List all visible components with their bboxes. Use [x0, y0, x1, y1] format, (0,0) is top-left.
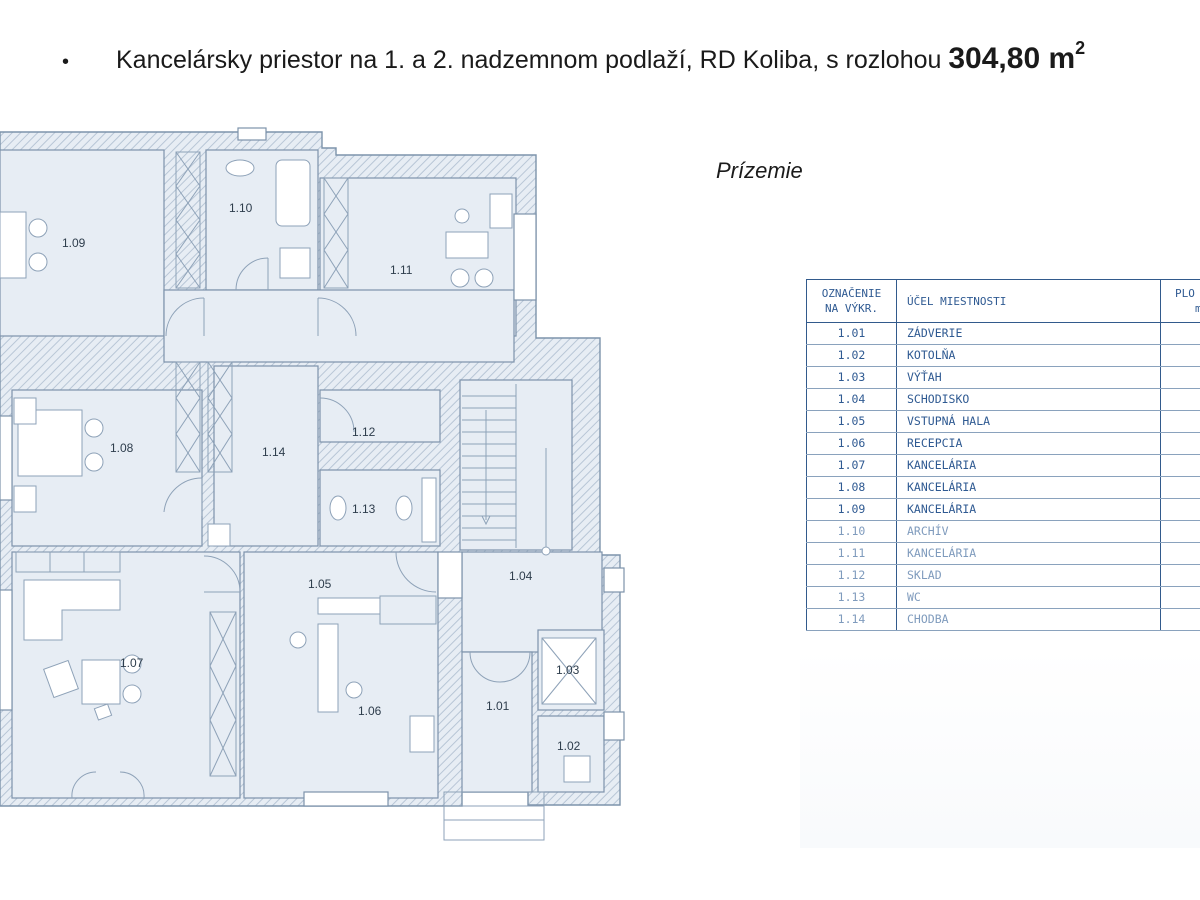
staircase	[462, 384, 551, 556]
row-purpose: KANCELÁRIA	[896, 454, 1161, 477]
row-area: 7,	[1160, 520, 1200, 543]
heading-text: Kancelársky priestor na 1. a 2. nadzemno…	[116, 46, 949, 74]
area-value: 304,80 m	[948, 42, 1076, 75]
corridor-top	[163, 289, 515, 363]
row-purpose: CHODBA	[896, 608, 1161, 631]
row-code: 1.01	[806, 322, 897, 345]
room-label: 1.01	[486, 699, 510, 713]
table-row: 1.01ZÁDVERIE7,	[806, 322, 1200, 345]
room-label: 1.04	[509, 569, 533, 583]
row-code: 1.04	[806, 388, 897, 411]
room-1-09	[0, 149, 165, 337]
room-label: 1.08	[110, 441, 134, 455]
windows	[0, 127, 625, 807]
area-unit-superscript: 2	[1075, 38, 1086, 58]
page-heading: • Kancelársky priestor na 1. a 2. nadzemn…	[62, 34, 1192, 84]
row-purpose: KANCELÁRIA	[896, 476, 1161, 499]
table-row: 1.11KANCELÁRIA13,	[806, 542, 1200, 565]
row-purpose: ZÁDVERIE	[896, 322, 1161, 345]
row-code: 1.02	[806, 344, 897, 367]
bullet-icon: •	[62, 51, 70, 73]
table-row: 1.13WC4,	[806, 586, 1200, 609]
room-label: 1.02	[557, 739, 581, 753]
room-1-12	[319, 389, 441, 443]
row-code: 1.11	[806, 542, 897, 565]
table-row: 1.06RECEPCIA15,	[806, 432, 1200, 455]
shelving	[15, 151, 437, 777]
table-row: 1.07KANCELÁRIA25	[806, 454, 1200, 477]
row-purpose: WC	[896, 586, 1161, 609]
row-area: 2,	[1160, 366, 1200, 389]
room-label: 1.11	[390, 263, 413, 277]
row-code: 1.08	[806, 476, 897, 499]
row-purpose: KANCELÁRIA	[896, 498, 1161, 521]
row-area: 8,	[1160, 564, 1200, 587]
table-row: 1.14CHODBA12,	[806, 608, 1200, 631]
row-purpose: KOTOLŇA	[896, 344, 1161, 367]
faded-area	[800, 648, 1200, 848]
row-code: 1.14	[806, 608, 897, 631]
room-label: 1.06	[358, 704, 382, 718]
table-row: 1.09KANCELÁRIA23	[806, 498, 1200, 521]
table-row: 1.08KANCELÁRIA17,	[806, 476, 1200, 499]
room-label: 1.03	[556, 663, 580, 677]
header-purpose: ÚČEL MIESTNOSTI	[896, 279, 1161, 323]
row-code: 1.13	[806, 586, 897, 609]
floor-label: Prízemie	[716, 158, 803, 183]
row-code: 1.06	[806, 432, 897, 455]
heading-area: 304,80 m2	[948, 39, 1085, 75]
floor-plan: 1.09 1.10 1.11 1.08 1.14 1.12 1.13 1.07 …	[0, 127, 625, 841]
row-purpose: KANCELÁRIA	[896, 542, 1161, 565]
row-code: 1.07	[806, 454, 897, 477]
entrance-steps	[443, 791, 545, 841]
room-label: 1.10	[229, 201, 253, 215]
row-area: 23	[1160, 498, 1200, 521]
row-area: 2,	[1160, 344, 1200, 367]
row-code: 1.12	[806, 564, 897, 587]
doors	[71, 257, 531, 799]
table-row: 1.12SKLAD8,	[806, 564, 1200, 587]
row-area: 15,	[1160, 432, 1200, 455]
row-code: 1.09	[806, 498, 897, 521]
row-purpose: ARCHÍV	[896, 520, 1161, 543]
row-code: 1.03	[806, 366, 897, 389]
table-row: 1.04SCHODISKO11,	[806, 388, 1200, 411]
row-area: 17,	[1160, 476, 1200, 499]
room-labels: 1.09 1.10 1.11 1.08 1.14 1.12 1.13 1.07 …	[62, 201, 581, 753]
room-label: 1.14	[262, 445, 286, 459]
row-area: 12,	[1160, 608, 1200, 631]
room-label: 1.09	[62, 236, 86, 250]
table-row: 1.03VÝŤAH2,	[806, 366, 1200, 389]
room-1-01	[461, 651, 533, 793]
room-label: 1.12	[352, 425, 376, 439]
row-area: 7,	[1160, 410, 1200, 433]
room-label: 1.07	[120, 656, 144, 670]
table-row: 1.02KOTOLŇA2,	[806, 344, 1200, 367]
row-area: 7,	[1160, 322, 1200, 345]
row-purpose: SKLAD	[896, 564, 1161, 587]
row-area: 4,	[1160, 586, 1200, 609]
row-code: 1.05	[806, 410, 897, 433]
furniture	[0, 159, 597, 783]
row-code: 1.10	[806, 520, 897, 543]
room-1-14	[213, 365, 319, 547]
room-label: 1.13	[352, 502, 376, 516]
row-purpose: VÝŤAH	[896, 366, 1161, 389]
room-1-05	[243, 551, 439, 799]
row-area: 11,	[1160, 388, 1200, 411]
header-area: PLOm	[1160, 279, 1200, 323]
row-purpose: VSTUPNÁ HALA	[896, 410, 1161, 433]
row-purpose: RECEPCIA	[896, 432, 1161, 455]
room-label: 1.05	[308, 577, 332, 591]
table-row: 1.10ARCHÍV7,	[806, 520, 1200, 543]
row-area: 13,	[1160, 542, 1200, 565]
row-purpose: SCHODISKO	[896, 388, 1161, 411]
row-area: 25	[1160, 454, 1200, 477]
